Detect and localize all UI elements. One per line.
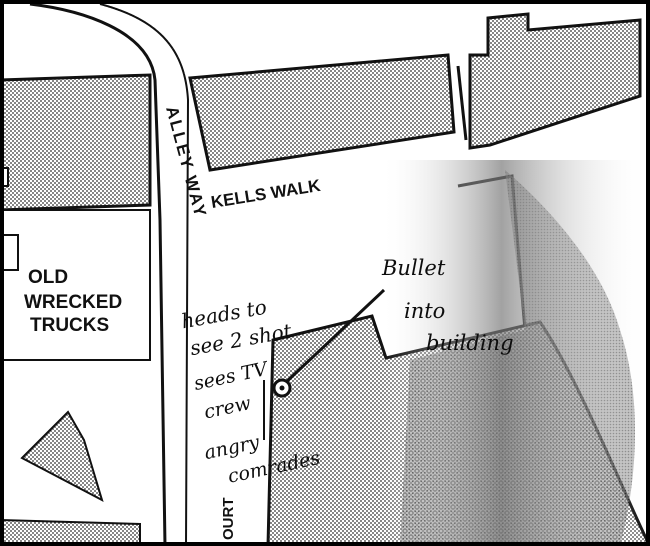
note-bullet-line-3: building <box>426 331 514 355</box>
trucks-line-3: TRUCKS <box>30 315 109 336</box>
building-top-left <box>0 73 152 212</box>
building-kells-walk <box>188 53 456 172</box>
triangle-block <box>20 410 104 502</box>
label-court-fragment: OURT <box>220 498 237 541</box>
wall-divider <box>456 65 468 141</box>
note-bullet-into-building: Bullet into building <box>381 256 514 355</box>
alley-way-edge-left <box>29 2 167 546</box>
building-bottom-left <box>0 518 141 546</box>
annotation-arrow-line <box>280 288 386 388</box>
location-marker-center <box>279 385 285 391</box>
note-bullet-line-1: Bullet <box>381 256 446 280</box>
shading-gradient <box>380 160 650 546</box>
note-bullet-line-2: into <box>404 299 445 323</box>
trucks-line-2: WRECKED <box>24 292 122 313</box>
trucks-line-1: OLD <box>28 267 68 288</box>
building-top-right <box>468 12 642 150</box>
trucks-lot-edge <box>0 234 19 271</box>
label-old-wrecked-trucks: OLD WRECKED TRUCKS <box>24 267 127 336</box>
alley-way-edge-right <box>99 3 190 546</box>
trucks-lot <box>0 209 151 361</box>
